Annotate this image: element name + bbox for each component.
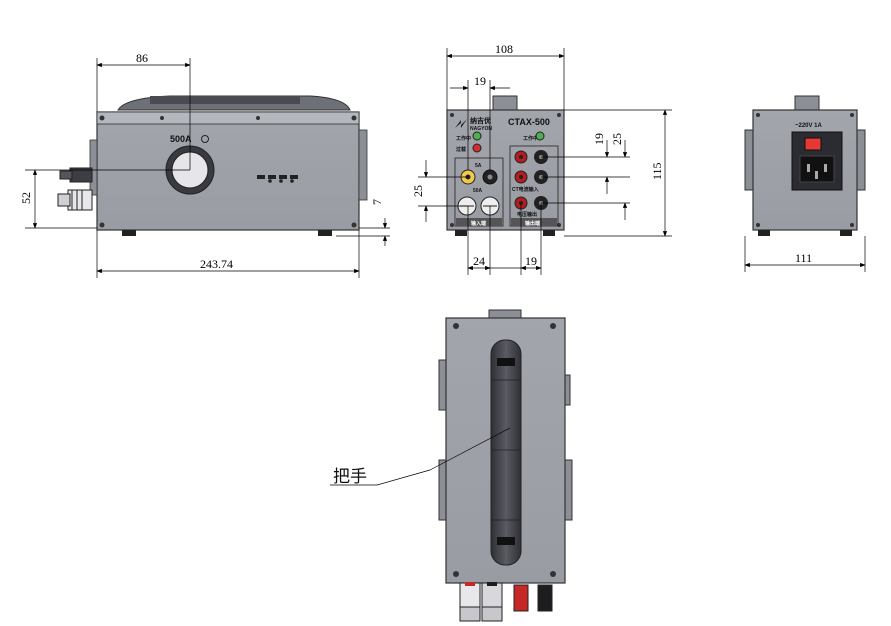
label-5a: 5A [475,163,482,169]
rear-view: ~220V 1A 111 [744,95,866,272]
top-left-flange-1 [438,359,447,411]
screw-icon [99,222,105,228]
screw-icon [550,571,556,577]
screw-icon [550,323,556,329]
dim-25-right: 25 [610,133,624,145]
handle-label: 把手 [333,467,367,487]
top-right-flange [564,459,573,521]
rear-left-flange [744,129,754,191]
screw-icon [453,323,459,329]
dim-19-bottom: 19 [525,254,537,268]
group-v-label: 电压输出 [517,211,537,218]
group-input-label: 输入端 [471,220,486,227]
ct-current-label: 500A [170,134,192,144]
green-lamp-icon [535,131,545,141]
foot [758,230,770,236]
rear-right-flange [856,129,866,191]
dim-25-left: 25 [411,185,425,197]
dim-108: 108 [495,42,513,56]
group-ct-label: CT电流输入 [512,186,539,193]
screw-icon [99,115,105,121]
carry-handle [490,339,522,566]
dim-24-bottom: 24 [473,254,485,268]
screw-icon [453,571,459,577]
red-lamp-icon [472,143,482,153]
front-body [96,111,360,231]
model-label: CTAX-500 [508,117,550,127]
foot [840,230,852,236]
group-out-label: 输出端 [525,220,540,227]
dim-115: 115 [650,162,664,180]
input-group-label-bg [456,218,502,226]
green-lamp-icon [472,131,482,141]
front-side-handle [358,129,368,201]
indicator-3-label: 工作中 [523,135,538,142]
dim-86: 86 [136,51,148,65]
screw-icon [756,113,760,117]
dim-19-top: 19 [474,74,486,88]
dim-111: 111 [795,251,812,265]
front-handle-grip [150,96,300,104]
panel-view: 纳吉优 NAGYON CTAX-500 工作中 过载 工作中 5A 50A 输入… [411,42,672,275]
foot [122,230,136,236]
dim-243-74: 243.74 [200,257,233,271]
screw-icon [256,116,260,120]
dim-7: 7 [370,199,384,205]
foot [318,230,332,236]
screw-icon [450,113,454,117]
handle-grip-mark-top [497,358,515,366]
screw-icon [756,223,760,227]
label-50a: 50A [473,188,483,194]
screw-icon [351,222,357,228]
handle-grip-mark-bottom [497,537,515,545]
screw-icon [850,113,854,117]
output-group-label-bg [511,218,557,226]
dim-19-right: 19 [592,133,606,145]
front-view: 500A 86 52 [19,51,390,278]
indicator-icon [201,135,209,143]
fuse-label: ~220V 1A [795,123,823,129]
brand-logo-icon [455,119,467,128]
indicator-2-label: 过载 [456,146,466,153]
screw-icon [351,115,357,121]
iec-inlet-icon [799,155,835,183]
front-body-lid [96,111,360,125]
dim-52: 52 [19,192,33,204]
brand-cn: 纳吉优 [470,116,491,125]
top-left-flange-2 [438,459,447,521]
brand-en: NAGYON [470,126,492,132]
foot [543,230,555,236]
top-view: 把手 [330,309,573,622]
screw-icon [850,223,854,227]
power-switch-icon [804,137,822,151]
foot [455,230,467,236]
top-bottom-terminals [459,582,553,622]
screw-icon [160,116,164,120]
indicator-1-label: 工作中 [456,135,471,142]
top-knob [488,309,522,319]
screw-icon [450,223,454,227]
front-small-terminals [257,175,298,183]
screw-icon [557,113,561,117]
top-right-notch [564,374,571,406]
front-cable-glands [57,167,93,211]
